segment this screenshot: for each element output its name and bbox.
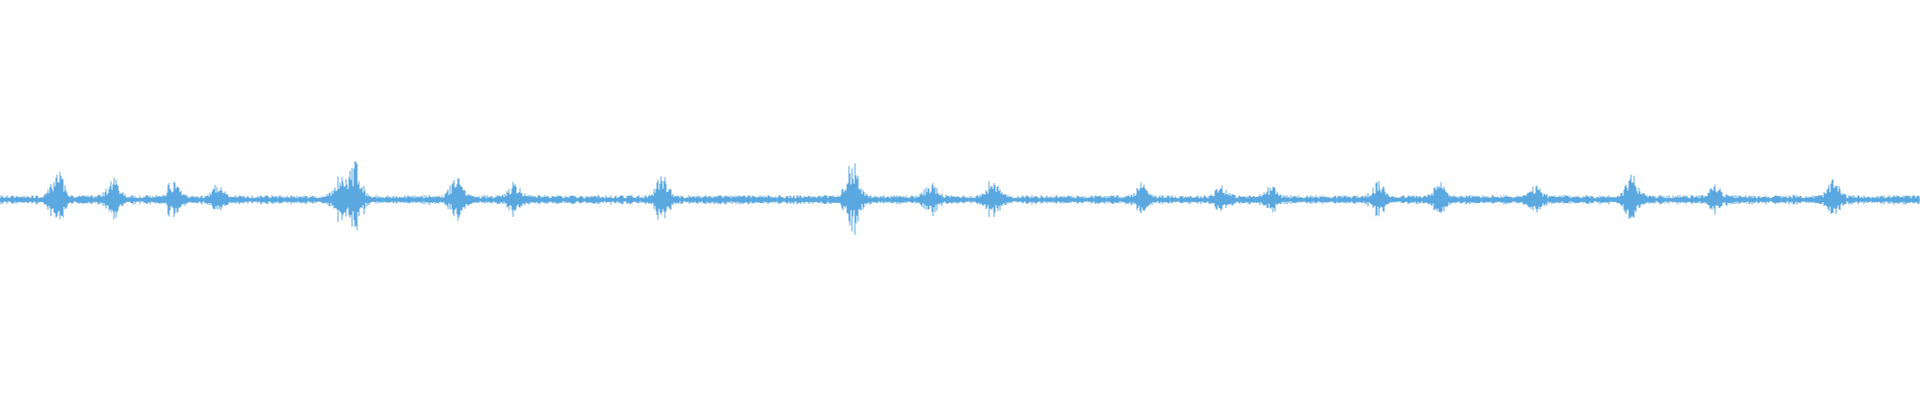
waveform-path [0,161,1920,235]
